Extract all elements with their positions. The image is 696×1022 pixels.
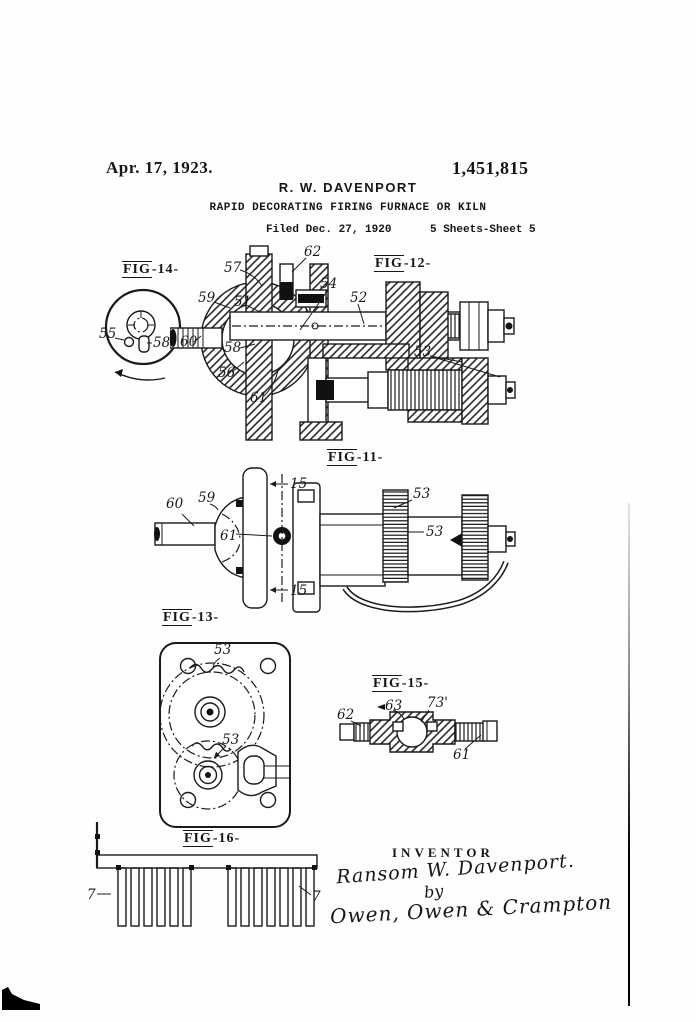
- fig15-label-73p: 73': [427, 695, 448, 711]
- fig13-drawing: 53 53: [159, 642, 291, 828]
- fig12-label-62: 62: [304, 244, 321, 260]
- fig16-caption: FIG-16-: [183, 830, 241, 847]
- fig12-drawing: 57 62 59 51 54 52 60 58 56 61 53: [170, 244, 516, 441]
- inventor-name-header: R. W. DAVENPORT: [278, 180, 418, 195]
- fig15-caption: FIG-15-: [372, 675, 430, 692]
- fig16-drawing: 7 7: [87, 822, 321, 927]
- fig12-label-60: 60: [180, 334, 198, 350]
- fig13-label-53b: 53: [222, 732, 239, 748]
- fig12-label-52: 52: [350, 290, 367, 306]
- fig13-caption: FIG-13-: [162, 609, 220, 626]
- fig11-label-59: 59: [198, 490, 216, 506]
- fig13-label-53a: 53: [214, 642, 231, 658]
- fig15-label-61: 61: [453, 747, 470, 763]
- fig15-label-62: 62: [337, 707, 354, 723]
- fig11-label-15-top: 15: [290, 476, 307, 492]
- fig14-label-55: 55: [99, 326, 116, 342]
- fig16-label-7b: 7: [312, 889, 321, 905]
- patent-number: 1,451,815: [452, 158, 529, 178]
- fig15-drawing: 62 63 73' 61: [337, 695, 498, 763]
- fig11-label-15-bottom: 15: [290, 583, 307, 599]
- fig12-label-54: 54: [320, 276, 337, 292]
- fig12-label-58: 58: [224, 340, 242, 356]
- fig12-label-59: 59: [198, 290, 216, 306]
- fig14-caption: FIG-14-: [122, 261, 180, 278]
- fig11-label-61: 61: [220, 528, 237, 544]
- fig15-label-63: 63: [385, 698, 402, 714]
- sheet-number: 5 Sheets-Sheet 5: [430, 224, 536, 236]
- fig11-label-53b: 53: [426, 524, 443, 540]
- fig12-label-53: 53: [414, 344, 431, 360]
- patent-title: RAPID DECORATING FIRING FURNACE OR KILN: [209, 202, 487, 214]
- scan-corner-blot: [2, 987, 40, 1010]
- fig14-drawing: 55 58: [99, 288, 182, 381]
- fig12-label-56: 56: [218, 365, 236, 381]
- fig11-drawing: 60 59 61 15 15 53 53: [154, 467, 516, 613]
- fig11-label-53a: 53: [413, 486, 430, 502]
- scan-fold-line: [628, 503, 630, 1006]
- fig11-caption: FIG-11-: [327, 449, 384, 466]
- fig12-label-61: 61: [250, 390, 267, 406]
- fig12-caption: FIG-12-: [374, 255, 432, 272]
- fig12-label-57: 57: [224, 260, 242, 276]
- fig16-label-7a: 7: [87, 887, 96, 903]
- inventor-heading: INVENTOR: [392, 845, 494, 860]
- filed-date: Filed Dec. 27, 1920: [266, 224, 392, 236]
- attorney-signature: Owen, Owen & Crampton: [329, 889, 613, 929]
- fig11-label-60: 60: [166, 496, 184, 512]
- fig14-label-58: 58: [153, 335, 171, 351]
- fig12-label-51: 51: [234, 294, 251, 310]
- issue-date: Apr. 17, 1923.: [106, 158, 213, 177]
